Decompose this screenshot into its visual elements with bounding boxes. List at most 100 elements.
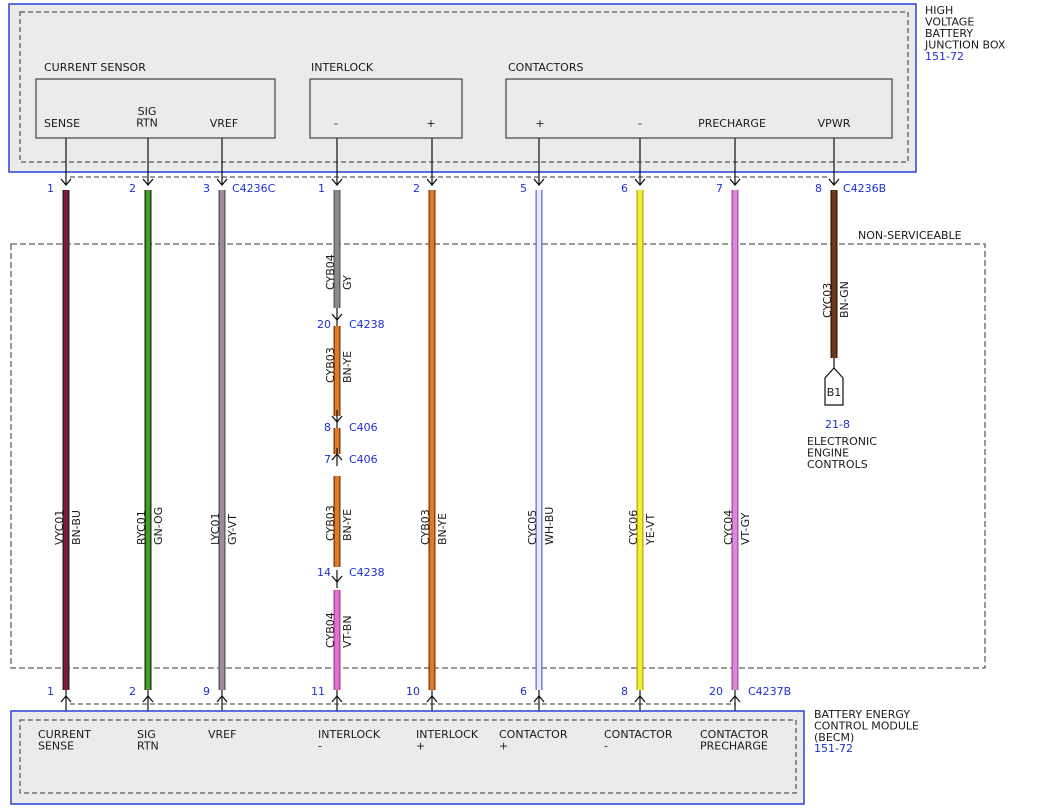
- wire-circuit-label: CYC06: [627, 510, 640, 545]
- bottom-pin-arrow: [634, 694, 646, 703]
- becm-pin-label: CONTACTOR: [499, 728, 568, 741]
- inline-connector-pin: 8: [324, 421, 331, 434]
- interlock-segment-color: GY: [341, 275, 354, 290]
- splice-b1-shape: [824, 367, 844, 406]
- wire-cyb03-core: [429, 190, 435, 690]
- bottom-pin-arrow: [729, 694, 741, 703]
- wire-color-label: BN-BU: [70, 510, 83, 545]
- bottom-pin-number: 1: [47, 685, 54, 698]
- wire-circuit-label: RYC01: [135, 510, 148, 545]
- inline-connector-arrow: [331, 313, 343, 322]
- becm-pin-label: INTERLOCK: [318, 728, 381, 741]
- interlock-minus-segment-core: [334, 476, 340, 567]
- top-connector-c4236b: C4236B: [843, 182, 886, 195]
- interlock-segment-circuit: CYB03: [324, 347, 337, 383]
- top-pin-number: 3: [203, 182, 210, 195]
- wire-color-label: GN-OG: [152, 507, 165, 545]
- top-pin-number: 7: [716, 182, 723, 195]
- splice-ref: 21-8: [825, 418, 850, 431]
- current-sensor-pin-label: SIG: [138, 105, 157, 118]
- bottom-module-title: CONTROL MODULE: [814, 720, 919, 733]
- contactors-pin-label: +: [535, 117, 544, 130]
- wire-color-label: YE-VT: [644, 513, 657, 546]
- becm-pin-label: SENSE: [38, 740, 74, 753]
- top-pin-arrow: [60, 178, 72, 187]
- bottom-pin-number: 10: [406, 685, 420, 698]
- interlock-pin-label: -: [334, 117, 338, 130]
- top-pin-arrow: [142, 178, 154, 187]
- inline-connector-pin: 20: [317, 318, 331, 331]
- becm-pin-label: +: [416, 740, 425, 753]
- non-serviceable-label: NON-SERVICEABLE: [858, 229, 962, 242]
- splice-destination: ENGINE: [807, 447, 849, 460]
- bottom-pin-number: 8: [621, 685, 628, 698]
- inline-connector-name: C406: [349, 453, 378, 466]
- non-serviceable-outline: [10, 243, 986, 669]
- interlock-minus-segment-core: [334, 190, 340, 308]
- top-module-title: JUNCTION BOX: [924, 39, 1006, 52]
- current-sensor-pin-label: VREF: [210, 117, 238, 130]
- contactors-pin-label: -: [638, 117, 642, 130]
- becm-pin-label: RTN: [137, 740, 159, 753]
- bottom-pin-arrow: [426, 694, 438, 703]
- inline-connector-arrow: [331, 575, 343, 584]
- top-module-title: HIGH: [925, 4, 953, 17]
- bottom-pin-arrow: [533, 694, 545, 703]
- top-pin-arrow: [533, 178, 545, 187]
- wire-cyc04-core: [732, 190, 738, 690]
- contactors-pin-label: VPWR: [818, 117, 851, 130]
- top-connector-c4236c: C4236C: [232, 182, 276, 195]
- top-pin-arrow: [828, 178, 840, 187]
- splice-destination: ELECTRONIC: [807, 435, 877, 448]
- inline-connector-arrow: [331, 415, 343, 424]
- becm-pin-label: INTERLOCK: [416, 728, 479, 741]
- bottom-pin-arrow: [142, 694, 154, 703]
- wire-lyc01-core: [219, 190, 225, 690]
- wire-vyc01-core: [63, 190, 69, 690]
- wire-cyc06-core: [637, 190, 643, 690]
- becm-pin-label: CURRENT: [38, 728, 91, 741]
- wire-color-label: GY-VT: [226, 514, 239, 545]
- vpwr-wire-circuit: CYC03: [821, 283, 834, 318]
- interlock-segment-color: VT-BN: [341, 615, 354, 648]
- inline-connector-pin: 14: [317, 566, 331, 579]
- top-pin-arrow: [331, 178, 343, 187]
- contactors-title: CONTACTORS: [508, 61, 583, 74]
- becm-pin-label: CONTACTOR: [700, 728, 769, 741]
- top-pin-number: 1: [47, 182, 54, 195]
- top-pin-number: 6: [621, 182, 628, 195]
- current-sensor-title: CURRENT SENSOR: [44, 61, 146, 74]
- top-pin-number: 1: [318, 182, 325, 195]
- bottom-module-box: [10, 710, 805, 805]
- interlock-pin-label: +: [426, 117, 435, 130]
- current-sensor-box: [35, 78, 276, 139]
- contactors-pin-label: PRECHARGE: [698, 117, 766, 130]
- wire-circuit-label: CYC05: [526, 510, 539, 545]
- becm-pin-label: +: [499, 740, 508, 753]
- inline-connector-name: C406: [349, 421, 378, 434]
- top-pin-arrow: [634, 178, 646, 187]
- inline-connector-arrow: [331, 452, 343, 461]
- interlock-minus-segment-core: [334, 428, 340, 454]
- top-module-ref: 151-72: [925, 50, 964, 63]
- top-module-title: BATTERY: [925, 27, 973, 40]
- becm-pin-label: CONTACTOR: [604, 728, 673, 741]
- top-pin-arrow: [216, 178, 228, 187]
- bottom-module-dashed-outline: [19, 719, 797, 794]
- current-sensor-pin-label: SENSE: [44, 117, 80, 130]
- top-module-dashed-outline: [19, 11, 909, 163]
- bottom-pin-number: 20: [709, 685, 723, 698]
- wire-color-label: WH-BU: [543, 507, 556, 545]
- becm-pin-label: -: [318, 740, 322, 753]
- bottom-connector-c4237b: C4237B: [748, 685, 791, 698]
- inline-connector-pin: 7: [324, 453, 331, 466]
- wire-circuit-label: VYC01: [53, 510, 66, 545]
- inline-connector-name: C4238: [349, 566, 385, 579]
- becm-pin-label: VREF: [208, 728, 236, 741]
- wire-circuit-label: CYB03: [419, 509, 432, 545]
- interlock-segment-circuit: CYB04: [324, 254, 337, 290]
- bottom-pin-number: 11: [311, 685, 325, 698]
- vpwr-wire-color: BN-GN: [838, 281, 851, 318]
- wire-cyc03-core: [831, 190, 837, 358]
